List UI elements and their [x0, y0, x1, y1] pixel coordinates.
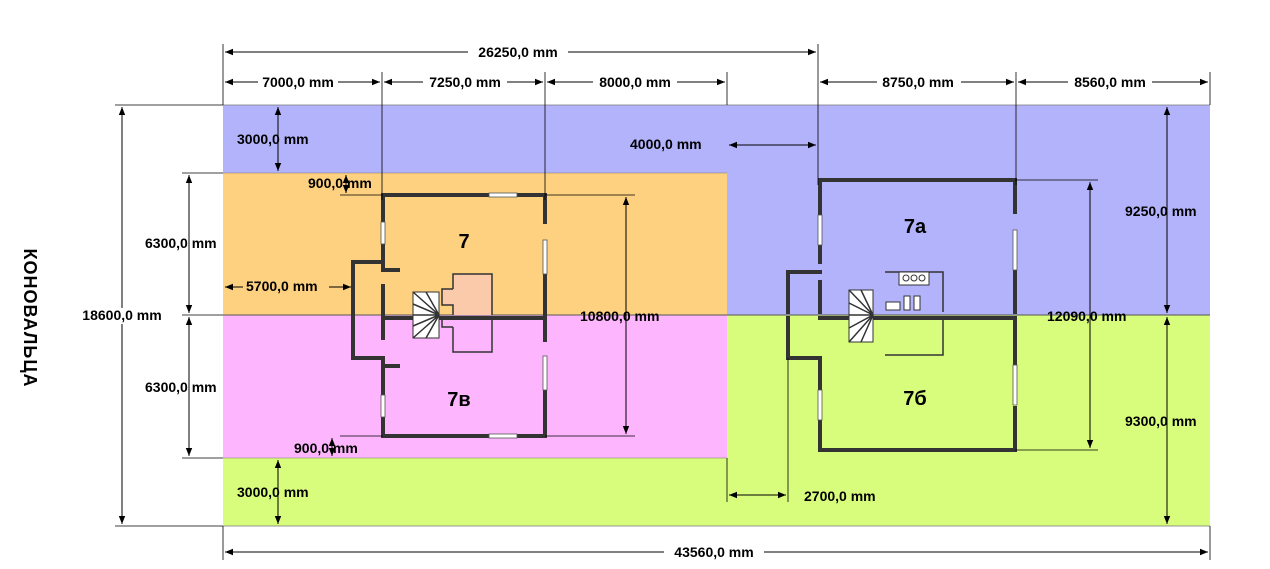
dim-middle-gap: 4000,0 mm: [630, 136, 702, 152]
dim-inner-left: 5700,0 mm: [246, 278, 318, 294]
plot-label-7: 7: [458, 231, 469, 253]
house-7-staircase: [412, 291, 441, 339]
zone-boundaries: [223, 104, 1210, 527]
dimension-labels: 26250,0 mm 7000,0 mm 7250,0 mm 8000,0 mm…: [74, 44, 1197, 560]
dim-setback-bottom: 3000,0 mm: [237, 484, 309, 500]
dim-house-right-height: 12090,0 mm: [1047, 308, 1126, 324]
dim-total-top: 26250,0 mm: [478, 44, 557, 60]
plot-label-7b: 7б: [903, 388, 926, 410]
zone-7a-blue: [727, 105, 1210, 315]
house-7-walls: [351, 192, 548, 439]
zone-top-left-blue: [223, 105, 727, 173]
dim-house-left-height: 10800,0 mm: [580, 308, 659, 324]
street-name-label: КОНОВАЛЬЦА: [20, 248, 40, 387]
dim-top-seg4: 8750,0 mm: [882, 74, 954, 90]
dim-total-bottom: 43560,0 mm: [674, 544, 753, 560]
plot-label-7a: 7а: [904, 216, 927, 238]
dim-top-seg5: 8560,0 mm: [1074, 74, 1146, 90]
dim-bottom-gap: 2700,0 mm: [804, 488, 876, 504]
dim-top-seg2: 7250,0 mm: [429, 74, 501, 90]
dim-left-lower: 6300,0 mm: [145, 379, 217, 395]
dim-gap-top: 900,0 mm: [308, 175, 372, 191]
dim-top-seg1: 7000,0 mm: [262, 74, 334, 90]
zone-bottom-left-green: [223, 458, 727, 526]
zone-7b-green: [727, 315, 1210, 526]
dim-setback-top: 3000,0 mm: [237, 131, 309, 147]
house-7a-kitchen: [885, 271, 930, 311]
dim-right-lower: 9300,0 mm: [1125, 413, 1197, 429]
dim-top-seg3: 8000,0 mm: [599, 74, 671, 90]
dim-left-total: 18600,0 mm: [82, 307, 161, 323]
dim-left-upper: 6300,0 mm: [145, 235, 217, 251]
plot-label-7v: 7в: [447, 389, 470, 411]
house-7a-walls: [786, 178, 1018, 452]
house-7-kitchen: [442, 274, 492, 315]
dim-gap-bottom: 900,0 mm: [294, 440, 358, 456]
house-7a-staircase: [848, 289, 875, 343]
dim-right-upper: 9250,0 mm: [1125, 203, 1197, 219]
